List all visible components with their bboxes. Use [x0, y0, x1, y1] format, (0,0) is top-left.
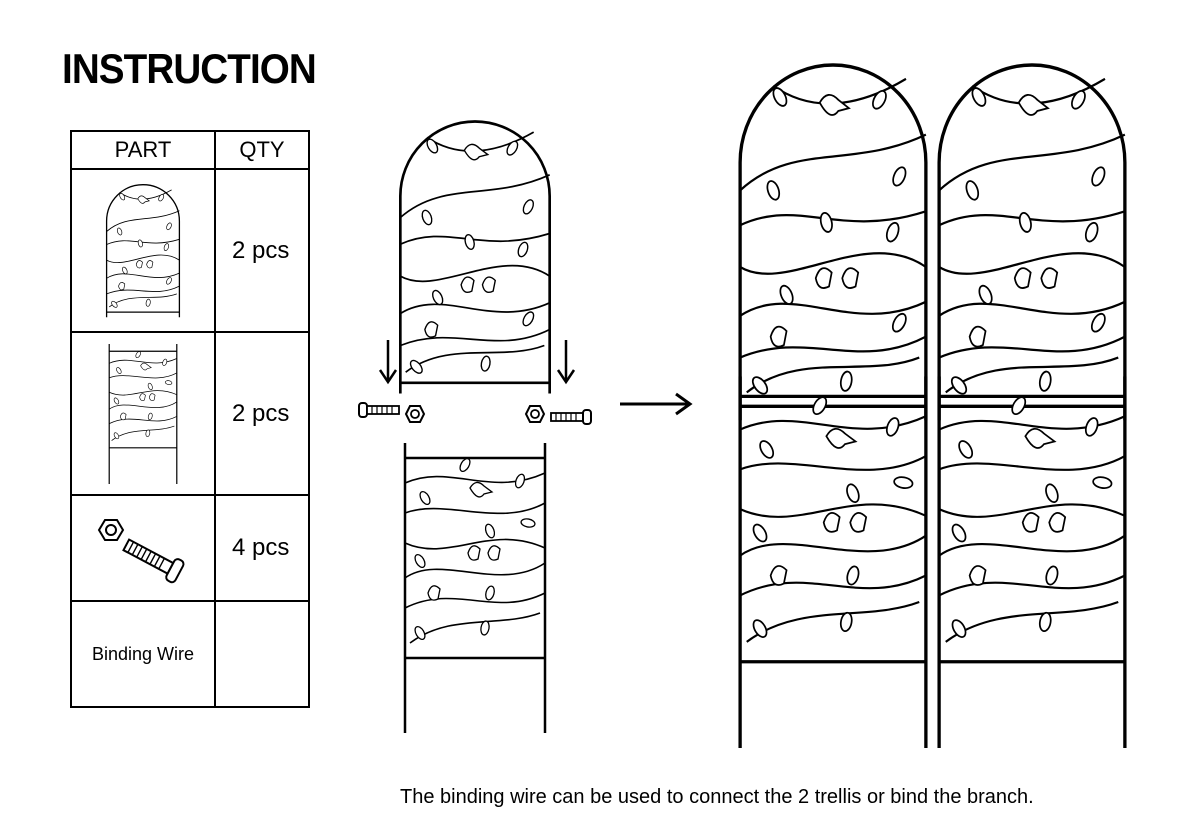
- part-cell: [70, 494, 216, 602]
- nut-icon: [404, 405, 426, 423]
- caption-text: The binding wire can be used to connect …: [400, 786, 1034, 808]
- assembled-trellis-right: [937, 63, 1127, 748]
- bolt-and-nut-icon: [97, 519, 185, 584]
- table-header-row: PART QTY: [70, 130, 310, 170]
- trellis-bottom-piece: [403, 443, 547, 733]
- nut-icon: [524, 405, 546, 423]
- page-title: INSTRUCTION: [62, 45, 317, 92]
- down-arrow-icon: [556, 340, 576, 385]
- assembled-trellis-left: [738, 63, 928, 748]
- qty-cell: [214, 600, 310, 708]
- trellis-bottom-panel-icon: [108, 343, 178, 484]
- part-column-header: PART: [70, 130, 216, 170]
- trellis-top-piece: [399, 120, 552, 395]
- arched-trellis-top-icon: [105, 183, 181, 318]
- part-cell: [70, 331, 216, 496]
- qty-cell: 2 pcs: [214, 331, 310, 496]
- qty-cell: 2 pcs: [214, 168, 310, 333]
- down-arrow-icon: [378, 340, 398, 385]
- right-arrow-icon: [620, 392, 693, 416]
- parts-table: PART QTY 2 pcs 2 pcs: [70, 130, 310, 708]
- table-row: Binding Wire: [70, 600, 310, 708]
- part-cell: [70, 168, 216, 333]
- table-row: 2 pcs: [70, 168, 310, 333]
- table-row: 2 pcs: [70, 331, 310, 496]
- table-row: 4 pcs: [70, 494, 310, 602]
- qty-column-header: QTY: [214, 130, 310, 170]
- bolt-icon: [550, 409, 592, 425]
- bolt-icon: [358, 402, 400, 418]
- qty-cell: 4 pcs: [214, 494, 310, 602]
- binding-wire-label: Binding Wire: [70, 600, 216, 708]
